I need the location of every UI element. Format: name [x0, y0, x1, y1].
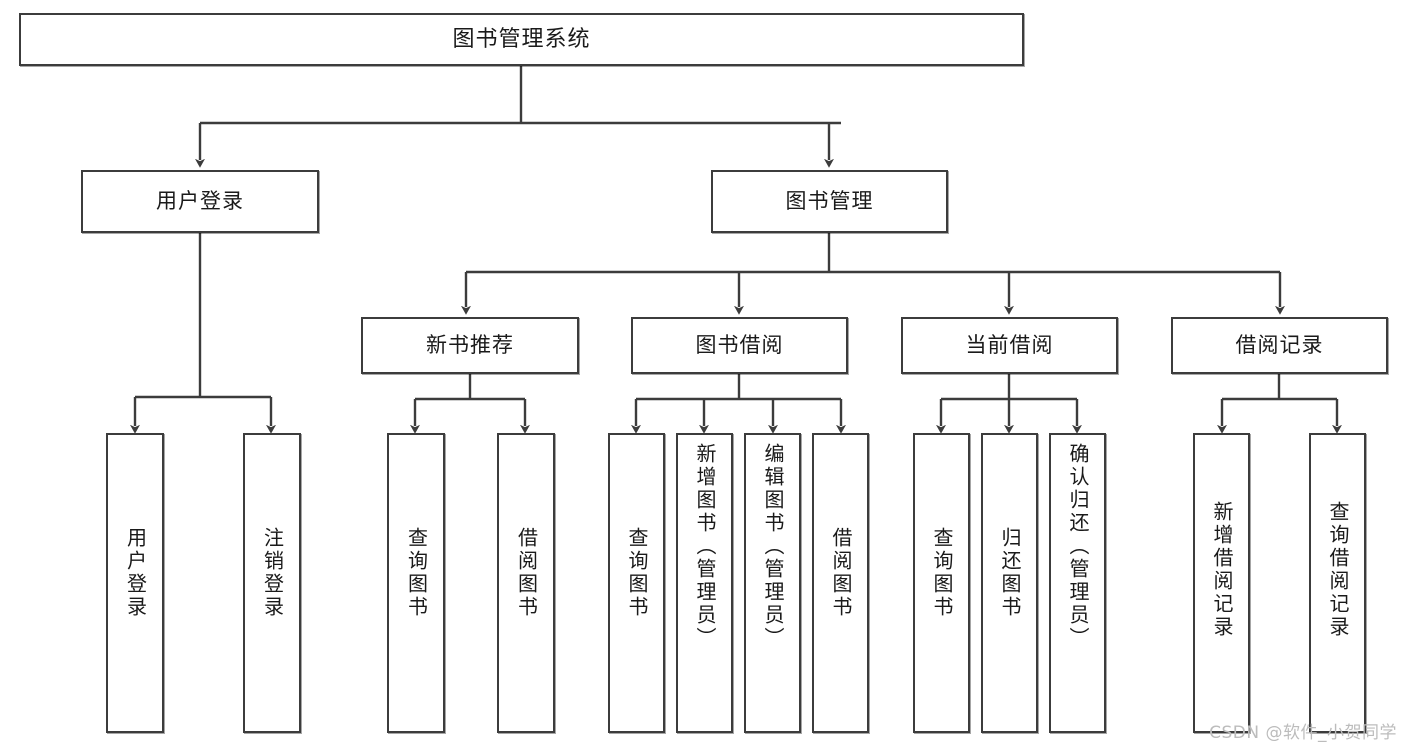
node-leaf-query-book-1-label: 查询图书	[404, 527, 429, 619]
csdn-watermark: CSDN @软件_小贺同学	[1209, 723, 1397, 743]
node-book-borrow[interactable]: 图书借阅	[631, 317, 848, 374]
node-book-borrow-label: 图书借阅	[695, 333, 784, 358]
node-leaf-query-record-label: 查询借阅记录	[1326, 501, 1350, 639]
node-leaf-add-book-label: 新增图书（管理员）	[693, 443, 717, 650]
node-new-book-recommend[interactable]: 新书推荐	[361, 317, 579, 374]
node-book-manage[interactable]: 图书管理	[711, 170, 948, 233]
node-leaf-query-book-2[interactable]: 查询图书	[608, 433, 665, 733]
node-leaf-edit-book[interactable]: 编辑图书（管理员）	[744, 433, 801, 733]
node-leaf-query-record[interactable]: 查询借阅记录	[1309, 433, 1366, 733]
node-book-manage-label: 图书管理	[785, 189, 874, 214]
node-borrow-record[interactable]: 借阅记录	[1171, 317, 1388, 374]
node-leaf-logout-login[interactable]: 注销登录	[243, 433, 301, 733]
node-leaf-query-book-1[interactable]: 查询图书	[387, 433, 445, 733]
node-leaf-confirm-return-label: 确认归还（管理员）	[1066, 443, 1090, 650]
node-new-book-recommend-label: 新书推荐	[426, 333, 514, 358]
node-leaf-borrow-book-2[interactable]: 借阅图书	[812, 433, 869, 733]
node-leaf-add-record-label: 新增借阅记录	[1210, 501, 1234, 639]
node-leaf-query-book-2-label: 查询图书	[625, 527, 649, 619]
node-current-borrow[interactable]: 当前借阅	[901, 317, 1118, 374]
node-leaf-borrow-book-2-label: 借阅图书	[829, 527, 853, 619]
node-leaf-return-book[interactable]: 归还图书	[981, 433, 1038, 733]
node-leaf-return-book-label: 归还图书	[998, 527, 1022, 619]
node-leaf-add-book[interactable]: 新增图书（管理员）	[676, 433, 733, 733]
node-leaf-confirm-return[interactable]: 确认归还（管理员）	[1049, 433, 1106, 733]
node-borrow-record-label: 借阅记录	[1235, 333, 1324, 358]
node-leaf-edit-book-label: 编辑图书（管理员）	[761, 443, 785, 650]
node-root[interactable]: 图书管理系统	[19, 13, 1024, 66]
node-leaf-add-record[interactable]: 新增借阅记录	[1193, 433, 1250, 733]
node-leaf-query-book-3[interactable]: 查询图书	[913, 433, 970, 733]
node-leaf-borrow-book-1-label: 借阅图书	[514, 527, 539, 619]
node-leaf-borrow-book-1[interactable]: 借阅图书	[497, 433, 555, 733]
node-leaf-logout-login-label: 注销登录	[260, 527, 285, 619]
node-root-label: 图书管理系统	[452, 26, 591, 52]
node-user-login[interactable]: 用户登录	[81, 170, 319, 233]
node-leaf-user-login-label: 用户登录	[123, 527, 148, 619]
node-user-login-label: 用户登录	[156, 189, 244, 214]
node-current-borrow-label: 当前借阅	[965, 333, 1054, 358]
node-leaf-query-book-3-label: 查询图书	[930, 527, 954, 619]
node-leaf-user-login[interactable]: 用户登录	[106, 433, 164, 733]
